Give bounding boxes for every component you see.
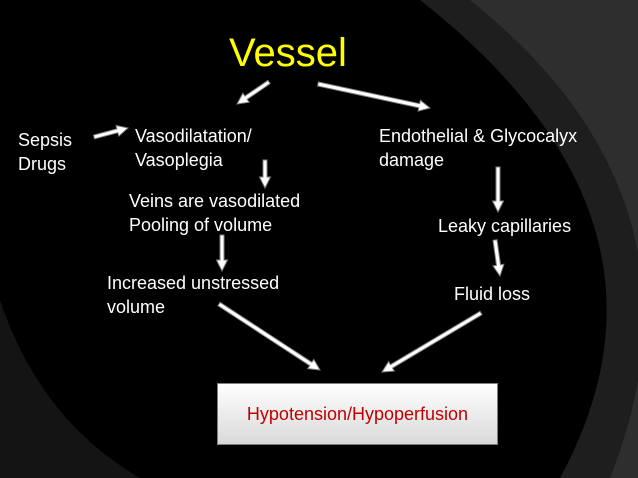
bg-arc-left: [0, 300, 140, 478]
node-veins-line-1: Veins are vasodilated: [129, 191, 301, 211]
node-vasodilatation-line-1: Vasodilatation/: [135, 126, 252, 146]
node-causes-line-2: Drugs: [18, 154, 67, 174]
node-unstressed-line-2: volume: [107, 297, 166, 317]
node-leaky: Leaky capillaries: [438, 216, 572, 236]
bg-arc-inner: [470, 0, 638, 478]
arrow-title-to-endothelial: [317, 81, 432, 112]
node-unstressed-line-1: Increased unstressed: [107, 273, 280, 293]
node-vasodilatation-line-2: Vasoplegia: [135, 150, 223, 170]
arrow-fluid-loss-to-outcome: [381, 310, 483, 373]
node-vasodilatation: Vasodilatation/ Vasoplegia: [135, 124, 252, 172]
node-fluid-loss: Fluid loss: [454, 284, 531, 304]
node-veins: Veins are vasodilated Pooling of volume: [129, 189, 300, 237]
node-causes: Sepsis Drugs: [18, 128, 72, 176]
arrow-title-to-vasodilatation: [236, 79, 271, 105]
arrow-endothelial-to-leaky: [491, 166, 505, 214]
node-unstressed: Increased unstressed volume: [107, 271, 279, 319]
node-endothelial-line-1: Endothelial & Glycocalyx: [379, 126, 578, 146]
node-endothelial: Endothelial & Glycocalyx damage: [379, 124, 577, 172]
outcome-box: Hypotension/Hypoperfusion: [217, 383, 498, 445]
outcome-label: Hypotension/Hypoperfusion: [246, 403, 469, 424]
arrow-veins-to-unstressed: [215, 234, 229, 273]
arrow-vasodilatation-to-veins: [258, 159, 272, 190]
slide-title: Vessel: [229, 31, 347, 75]
node-endothelial-line-2: damage: [379, 150, 445, 170]
arrow-causes-to-vasodilatation: [92, 124, 130, 140]
node-veins-line-2: Pooling of volume: [129, 215, 273, 235]
node-causes-line-1: Sepsis: [18, 130, 73, 150]
arrow-unstressed-to-outcome: [217, 301, 321, 371]
arrow-leaky-to-fluid-loss: [492, 239, 505, 278]
